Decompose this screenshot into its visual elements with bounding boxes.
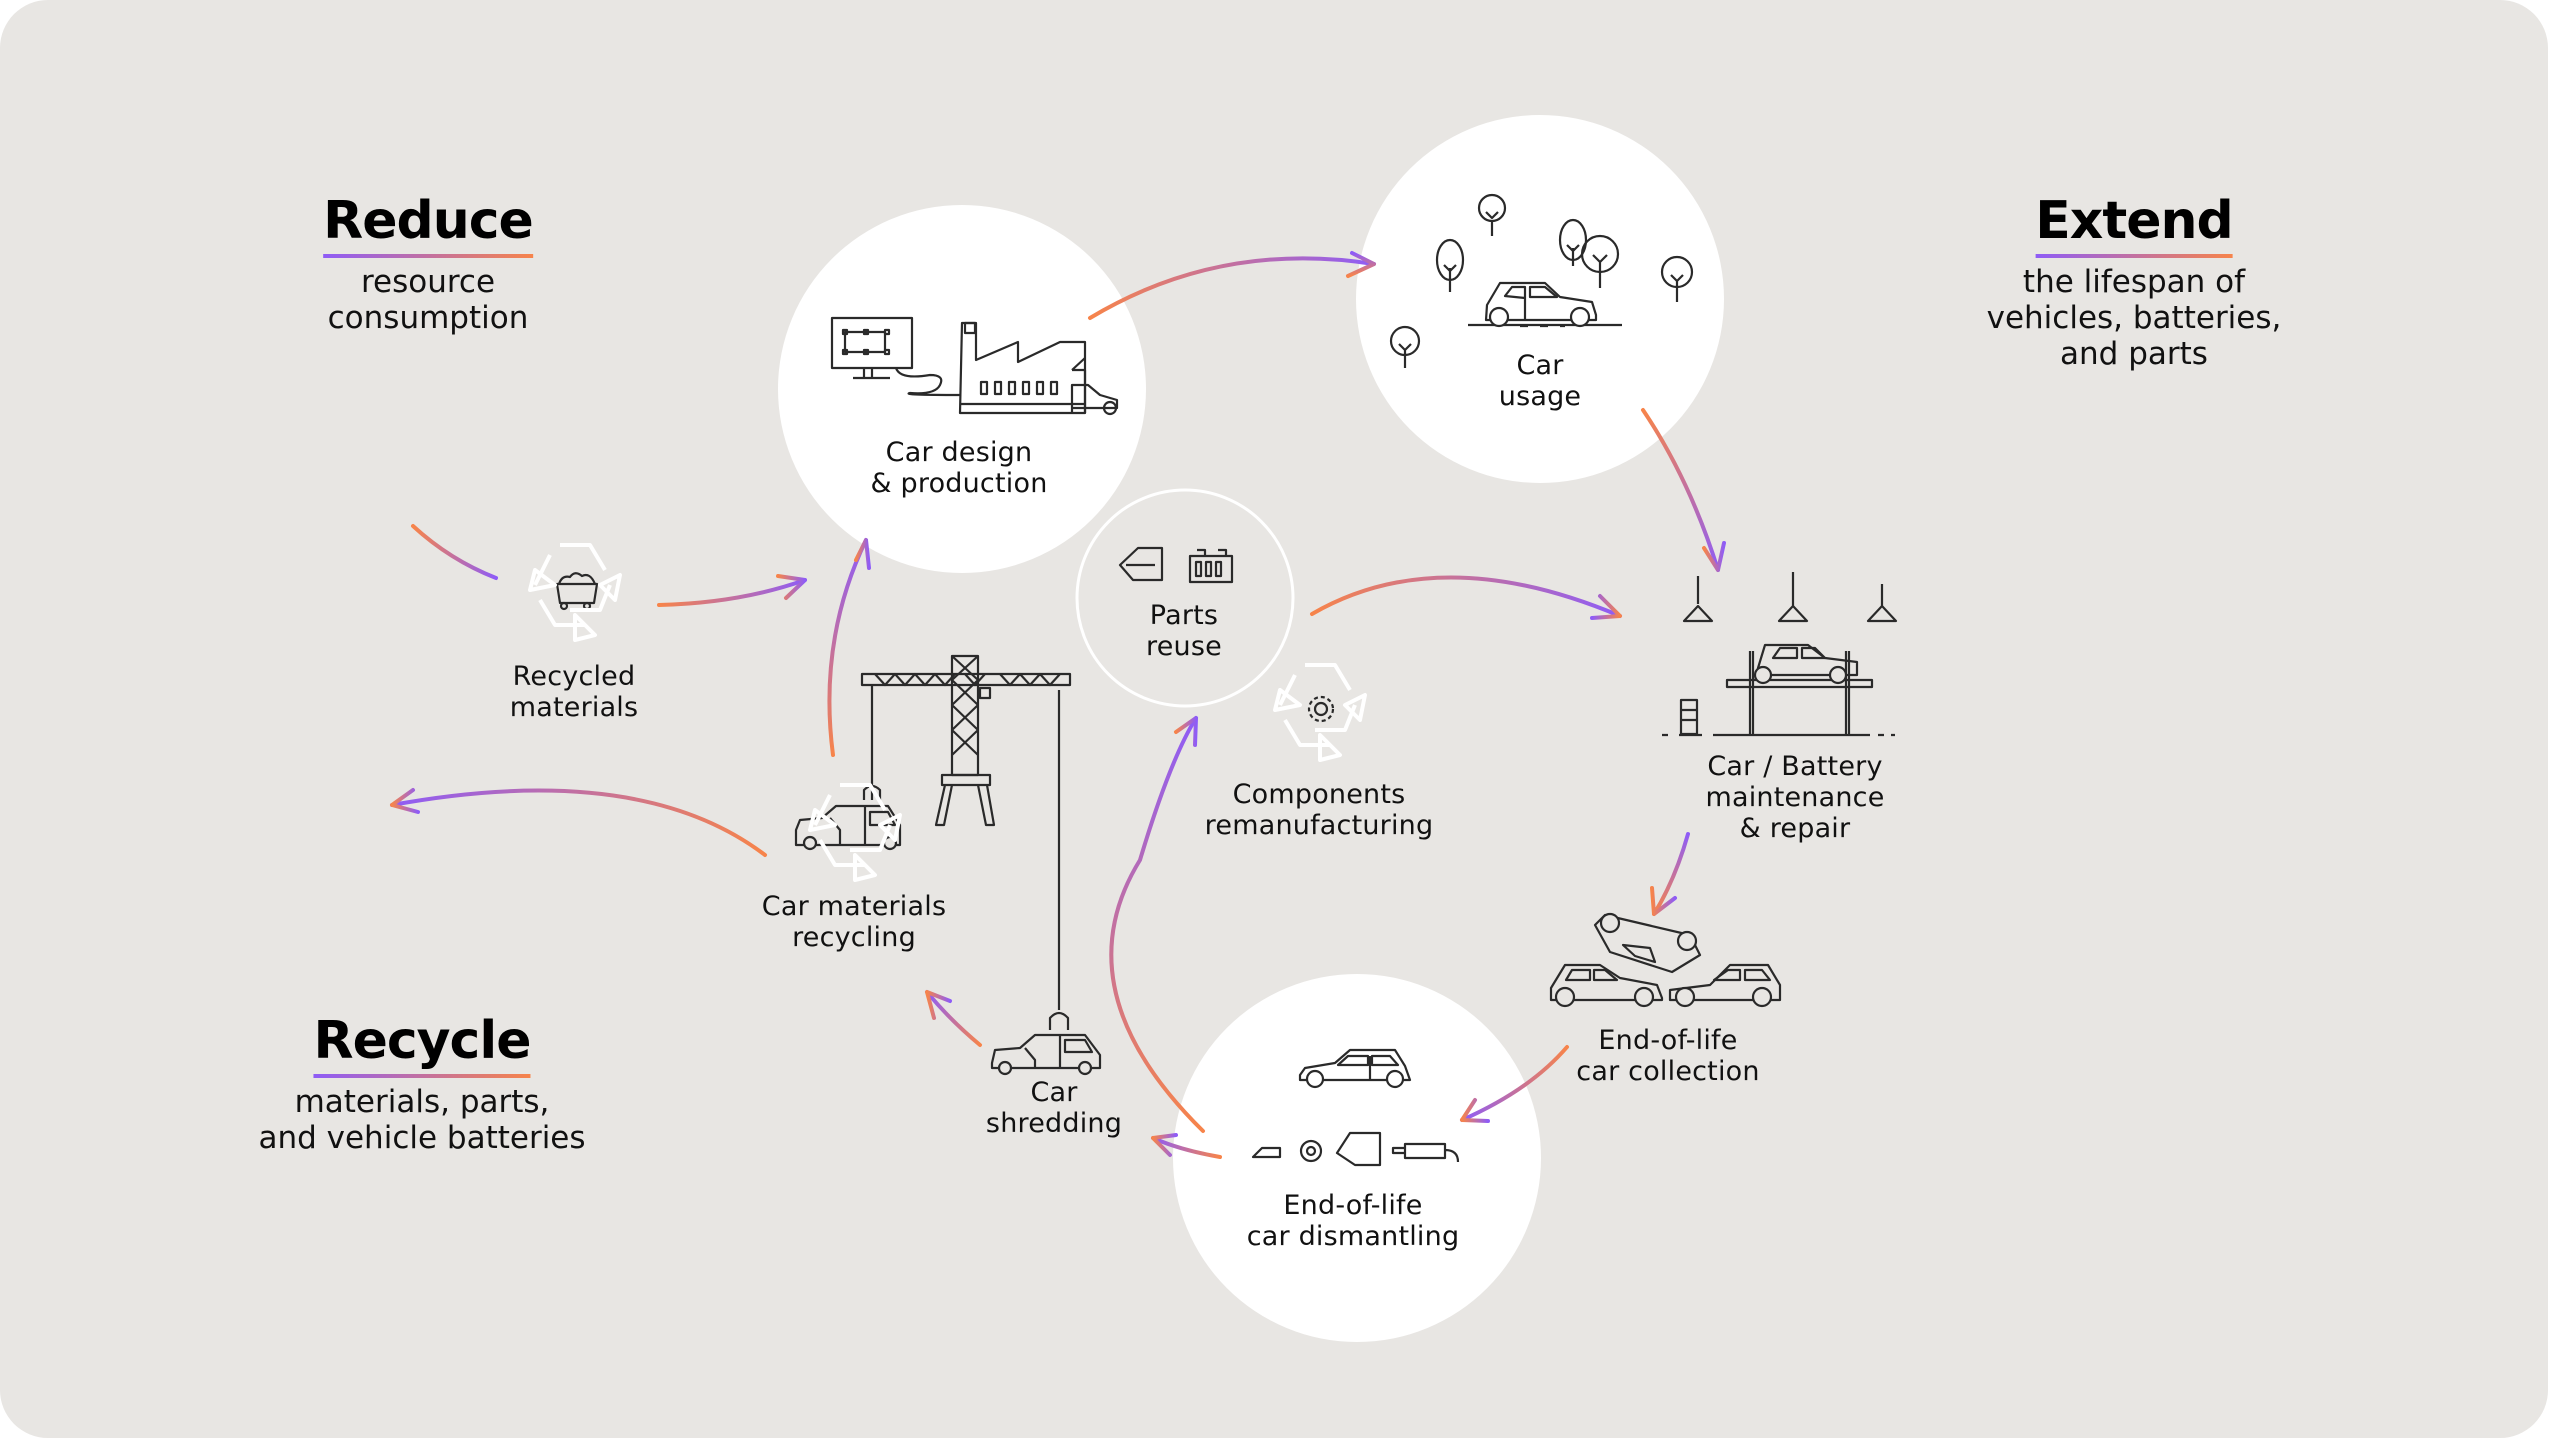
door-battery-icon [1118, 546, 1234, 584]
arrow-usage-to-maintenance [1641, 408, 1726, 572]
arrow-recycled-to-design [657, 574, 807, 607]
recycle-subtitle-line-1: materials, parts, [294, 1084, 550, 1120]
arrow-design-to-usage [1088, 251, 1376, 320]
recycle-subtitle-line-2: and vehicle batteries [258, 1120, 586, 1156]
parts-reuse-circle [1075, 488, 1295, 708]
car-usage-circle [1356, 115, 1724, 483]
crane-car-icon [794, 784, 902, 851]
parts-reuse-label-line-1: Parts [1149, 600, 1219, 631]
arrow-recycling-outflow [390, 788, 767, 857]
parts-reuse-label: Parts reuse [1146, 600, 1222, 662]
car-design-label-line-1: Car design [885, 437, 1033, 468]
materials-recycling-label: Car materials recycling [762, 891, 946, 953]
materials-recycling-label-line-1: Car materials [761, 891, 947, 922]
extend-subtitle-line-1: the lifespan of [2022, 264, 2246, 300]
recycled-materials-label-line-1: Recycled [512, 661, 636, 692]
recycled-materials-label: Recycled materials [510, 661, 639, 723]
car-trees-icon [1389, 193, 1694, 368]
recycle-symbol-car-recycling [808, 783, 902, 882]
car-pile-icon [1549, 912, 1782, 1008]
extend-subtitle-line-2: vehicles, batteries, [1986, 300, 2282, 336]
shredding-label-line-1: Car [1030, 1077, 1078, 1108]
recycle-header: Recycle materials, parts, and vehicle ba… [258, 1012, 586, 1156]
arrow-maintenance-to-collection [1650, 832, 1690, 916]
extend-title: Extend [2035, 192, 2234, 258]
recycle-cart-icon [555, 572, 599, 611]
collection-label: End-of-life car collection [1576, 1025, 1759, 1087]
maintenance-label: Car / Battery maintenance & repair [1705, 751, 1884, 844]
remanufacturing-label-line-1: Components [1232, 779, 1406, 810]
reduce-subtitle-line-2: consumption [327, 300, 529, 336]
extend-subtitle-line-3: and parts [2060, 336, 2208, 372]
reduce-title: Reduce [323, 192, 534, 258]
maintenance-label-line-3: & repair [1739, 813, 1851, 844]
car-parts-icon [1251, 1048, 1460, 1167]
maintenance-label-line-1: Car / Battery [1707, 751, 1883, 782]
recycled-materials-label-line-2: materials [509, 692, 639, 723]
crane-icon [860, 654, 1072, 827]
car-usage-label-line-1: Car [1516, 350, 1564, 381]
shredding-label: Car shredding [986, 1077, 1122, 1139]
car-usage-label-line-2: usage [1498, 381, 1582, 412]
dismantling-label-line-1: End-of-life [1283, 1190, 1423, 1221]
factory-icon [830, 316, 1119, 416]
arrow-shredding-to-recycling [925, 990, 982, 1047]
reduce-header: Reduce resource consumption [323, 192, 534, 336]
car-lift-icon [1662, 572, 1898, 737]
dismantling-label: End-of-life car dismantling [1247, 1190, 1460, 1252]
arrow-collection-to-dismantling [1460, 1045, 1569, 1123]
remanufacturing-label: Components remanufacturing [1205, 779, 1434, 841]
dismantling-circle [1173, 974, 1541, 1342]
parts-reuse-label-line-2: reuse [1146, 631, 1222, 662]
dismantling-label-line-2: car dismantling [1246, 1221, 1460, 1252]
reduce-subtitle-line-1: resource [360, 264, 496, 300]
arrow-dismantling-to-parts-reuse [1109, 716, 1205, 1133]
collection-label-line-1: End-of-life [1598, 1025, 1738, 1056]
remanufacturing-label-line-2: remanufacturing [1204, 810, 1434, 841]
recycle-symbol-materials [528, 543, 622, 642]
magnet-car-icon [990, 690, 1102, 1076]
arrow-dismantling-to-shredding [1151, 1133, 1222, 1159]
shredding-label-line-2: shredding [985, 1108, 1123, 1139]
car-design-label-line-2: & production [870, 468, 1048, 499]
car-design-label: Car design & production [870, 437, 1047, 499]
extend-header: Extend the lifespan of vehicles, batteri… [1986, 192, 2282, 372]
collection-label-line-2: car collection [1576, 1056, 1760, 1087]
arrow-parts-reuse-to-maintenance [1310, 575, 1622, 620]
recycle-symbol-remanufacturing [1273, 663, 1367, 762]
car-usage-label: Car usage [1499, 350, 1581, 412]
arrow-recycling-to-design [827, 538, 871, 757]
materials-recycling-label-line-2: recycling [792, 922, 916, 953]
maintenance-label-line-2: maintenance [1705, 782, 1885, 813]
recycle-title: Recycle [313, 1012, 531, 1078]
gear-icon [1307, 695, 1335, 723]
arrow-incoming-to-recycled [411, 524, 498, 580]
car-design-circle [778, 205, 1146, 573]
